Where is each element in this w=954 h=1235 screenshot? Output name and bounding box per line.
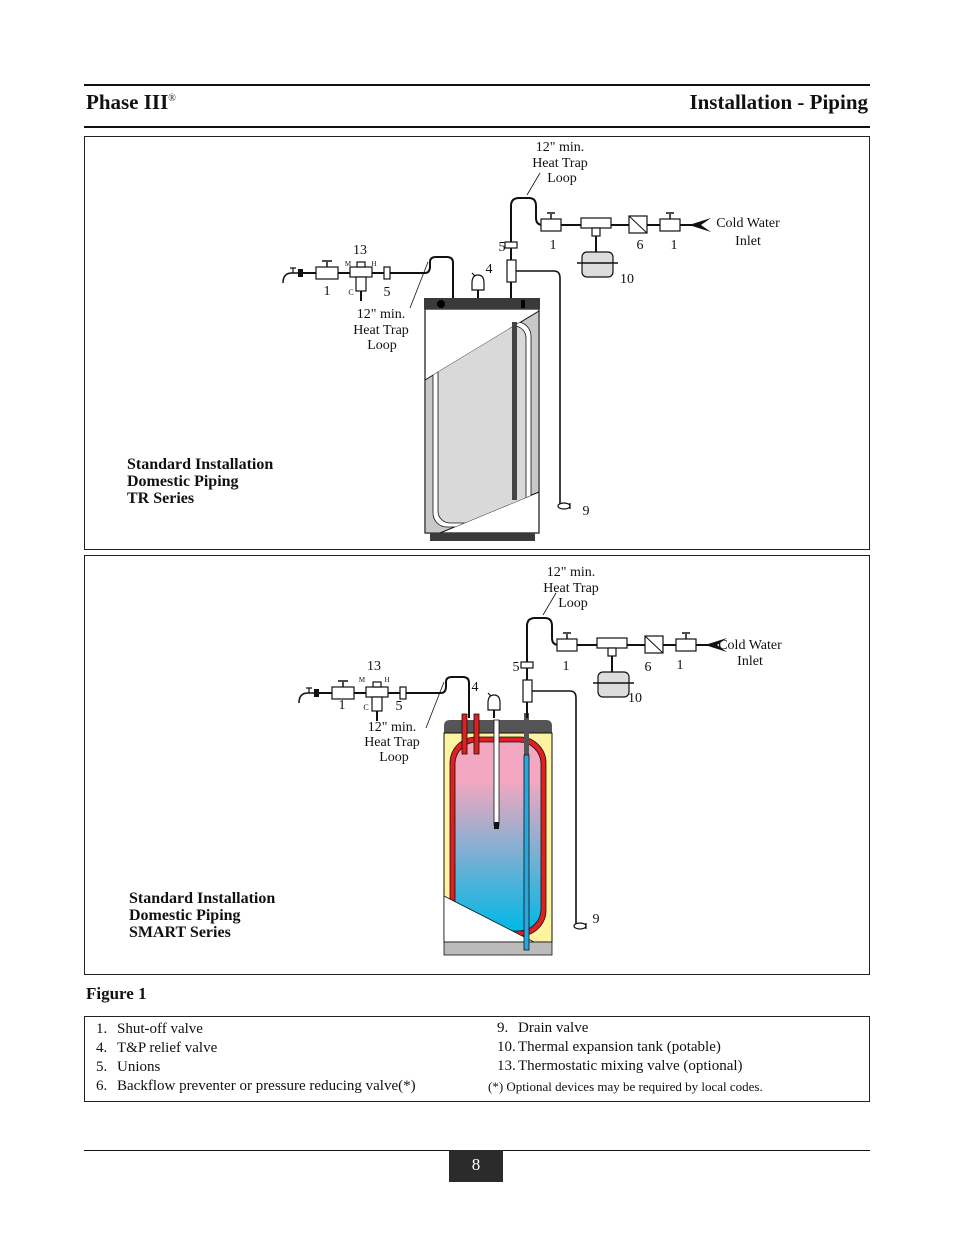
label-1: 1	[324, 284, 331, 299]
caption-line: SMART Series	[129, 924, 231, 941]
legend-num: 6.	[96, 1078, 108, 1094]
product-name: Phase III	[86, 90, 169, 114]
label-4: 4	[486, 262, 493, 277]
legend-item: 4. T&P relief valve	[96, 1040, 217, 1057]
heat-trap-label: Heat Trap	[353, 323, 409, 338]
tr-labels: 12" min. Heat Trap Loop 12" min. Heat Tr…	[324, 140, 781, 519]
label-4: 4	[472, 680, 479, 695]
label-10: 10	[620, 272, 634, 287]
caption-line: Domestic Piping	[127, 473, 239, 490]
port-h: H	[384, 676, 389, 684]
label-5: 5	[384, 285, 391, 300]
heat-trap-label: Loop	[547, 171, 577, 186]
legend-item: 13.Thermostatic mixing valve (optional)	[497, 1058, 743, 1075]
legend-item: 10.Thermal expansion tank (potable)	[497, 1039, 721, 1056]
legend-item: 1. Shut-off valve	[96, 1021, 203, 1038]
legend-num: 13.	[497, 1058, 516, 1074]
port-m: M	[359, 676, 366, 684]
label-9: 9	[583, 504, 590, 519]
heat-trap-label: Heat Trap	[543, 581, 599, 596]
port-c: C	[348, 288, 353, 297]
legend-footnote: (*) Optional devices may be required by …	[488, 1079, 763, 1094]
legend-num: 10.	[497, 1039, 516, 1055]
legend-text: Unions	[117, 1059, 161, 1075]
figure-label: Figure 1	[86, 984, 147, 1003]
port-h: H	[371, 260, 376, 268]
legend-num: 5.	[96, 1059, 108, 1075]
header-top-rule	[84, 84, 870, 86]
legend-text: T&P relief valve	[117, 1040, 218, 1056]
diagram-panel-smart	[84, 555, 870, 975]
label-6: 6	[637, 238, 644, 253]
label-5: 5	[513, 660, 520, 675]
heat-trap-label: 12" min.	[547, 565, 596, 580]
label-10: 10	[628, 691, 642, 706]
registered-mark: ®	[168, 93, 176, 104]
legend-text: Drain valve	[518, 1020, 589, 1036]
legend-item: 6. Backflow preventer or pressure reducin…	[96, 1078, 416, 1095]
heat-trap-label: Loop	[367, 338, 397, 353]
cold-water-label: Inlet	[737, 654, 763, 669]
label-13: 13	[367, 659, 381, 674]
legend-item: 5. Unions	[96, 1059, 160, 1076]
cold-water-label: Inlet	[735, 234, 761, 249]
heat-trap-label: Loop	[558, 596, 588, 611]
caption-line: Standard Installation	[127, 456, 274, 473]
smart-labels: 12" min. Heat Trap Loop 12" min. Heat Tr…	[339, 565, 783, 927]
page-number: 8	[449, 1150, 503, 1182]
heat-trap-label: 12" min.	[368, 720, 417, 735]
label-5: 5	[499, 240, 506, 255]
legend-text: Backflow preventer or pressure reducing …	[117, 1078, 416, 1094]
heat-trap-label: 12" min.	[357, 307, 406, 322]
label-1: 1	[339, 698, 346, 713]
section-title: Installation - Piping	[689, 90, 868, 114]
caption-line: TR Series	[127, 490, 195, 507]
label-1: 1	[677, 658, 684, 673]
label-5: 5	[396, 699, 403, 714]
header-bottom-rule	[84, 126, 870, 128]
legend-box: 1. Shut-off valve 4. T&P relief valve 5. Un…	[84, 1016, 870, 1102]
label-13: 13	[353, 243, 367, 258]
piping-diagrams: 12" min. Heat Trap Loop 12" min. Heat Tr…	[282, 140, 783, 956]
legend-item: 9. Drain valve	[497, 1020, 588, 1037]
label-1: 1	[550, 238, 557, 253]
panel-caption-smart: Standard Installation Domestic Piping SM…	[129, 890, 275, 941]
heat-trap-label: 12" min.	[536, 140, 585, 155]
label-9: 9	[593, 912, 600, 927]
cold-water-label: Cold Water	[718, 638, 782, 653]
legend-num: 1.	[96, 1021, 108, 1037]
legend-num: 4.	[96, 1040, 108, 1056]
cold-water-label: Cold Water	[716, 216, 780, 231]
legend-text: Thermal expansion tank (potable)	[518, 1039, 721, 1055]
legend-text: Shut-off valve	[117, 1021, 203, 1037]
product-title: Phase III®	[86, 90, 176, 115]
tr-series-tank	[424, 298, 540, 541]
heat-trap-label: Heat Trap	[532, 156, 588, 171]
smart-series-tank	[443, 713, 553, 956]
caption-line: Standard Installation	[129, 890, 276, 907]
label-1: 1	[671, 238, 678, 253]
heat-trap-label: Loop	[379, 750, 409, 765]
panel-caption-tr: Standard Installation Domestic Piping TR…	[127, 456, 273, 507]
port-c: C	[363, 703, 368, 712]
heat-trap-label: Heat Trap	[364, 735, 420, 750]
port-m: M	[345, 260, 352, 268]
legend-text: Thermostatic mixing valve (optional)	[518, 1058, 743, 1074]
diagram-panel-tr	[84, 136, 870, 550]
label-6: 6	[645, 660, 652, 675]
legend-num: 9.	[497, 1020, 509, 1036]
label-1: 1	[563, 659, 570, 674]
caption-line: Domestic Piping	[129, 907, 241, 924]
